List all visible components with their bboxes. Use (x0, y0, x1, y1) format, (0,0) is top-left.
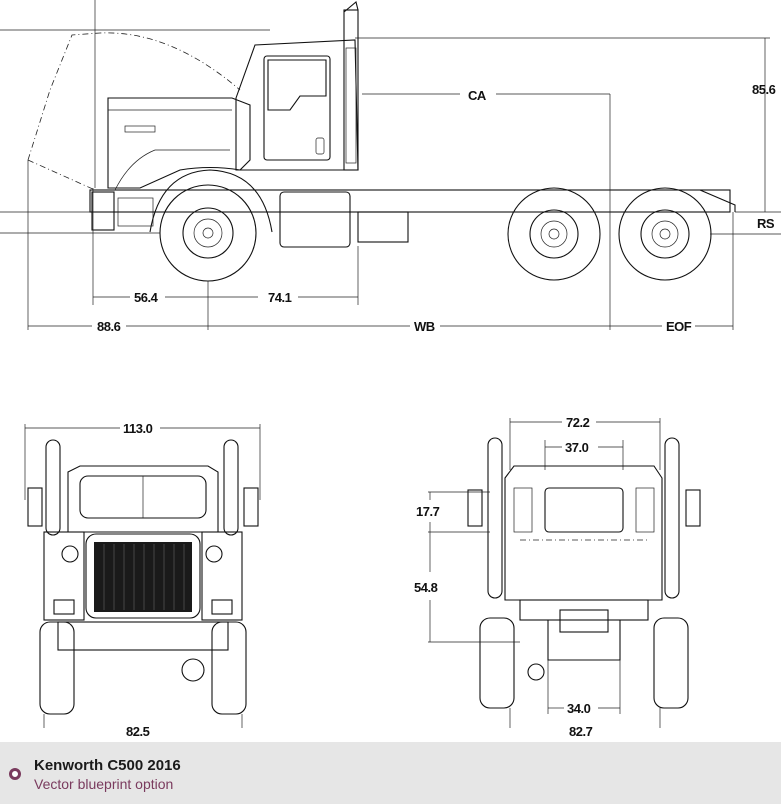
front-view: 113.0 82.5 (24, 421, 261, 739)
dim-front-overhang: 88.6 (97, 319, 121, 334)
rear-view: 72.2 37.0 17.7 54.8 34.0 82.7 (414, 415, 701, 739)
dim-top-height: 85.6 (752, 82, 776, 97)
dim-bumper-to-axle: 56.4 (134, 290, 159, 305)
blueprint-drawing: 85.6 CA RS 56.4 74.1 88.6 WB EOF (0, 0, 781, 739)
ring-bullet-icon (9, 768, 21, 780)
dim-rear-bottom-partial: 82.7 (569, 724, 593, 739)
footer-subtitle[interactable]: Vector blueprint option (34, 776, 174, 792)
dim-eof-label: EOF (666, 319, 692, 334)
dim-rear-width-inner: 37.0 (565, 440, 589, 455)
dim-rear-height-lower: 54.8 (414, 580, 438, 595)
dim-rear-frame-width: 34.0 (567, 701, 591, 716)
dim-rear-height-upper: 17.7 (416, 504, 440, 519)
dim-ca-label: CA (468, 88, 487, 103)
footer-title: Kenworth C500 2016 (34, 757, 181, 774)
dim-axle-to-cab: 74.1 (268, 290, 292, 305)
dim-wb-label: WB (414, 319, 435, 334)
dim-rs-label: RS (757, 216, 775, 231)
footer-bar (0, 742, 781, 804)
dim-front-bottom-partial: 82.5 (126, 724, 150, 739)
dim-front-width: 113.0 (123, 421, 153, 436)
dim-rear-width-top: 72.2 (566, 415, 590, 430)
side-view: 85.6 CA RS 56.4 74.1 88.6 WB EOF (0, 0, 781, 334)
